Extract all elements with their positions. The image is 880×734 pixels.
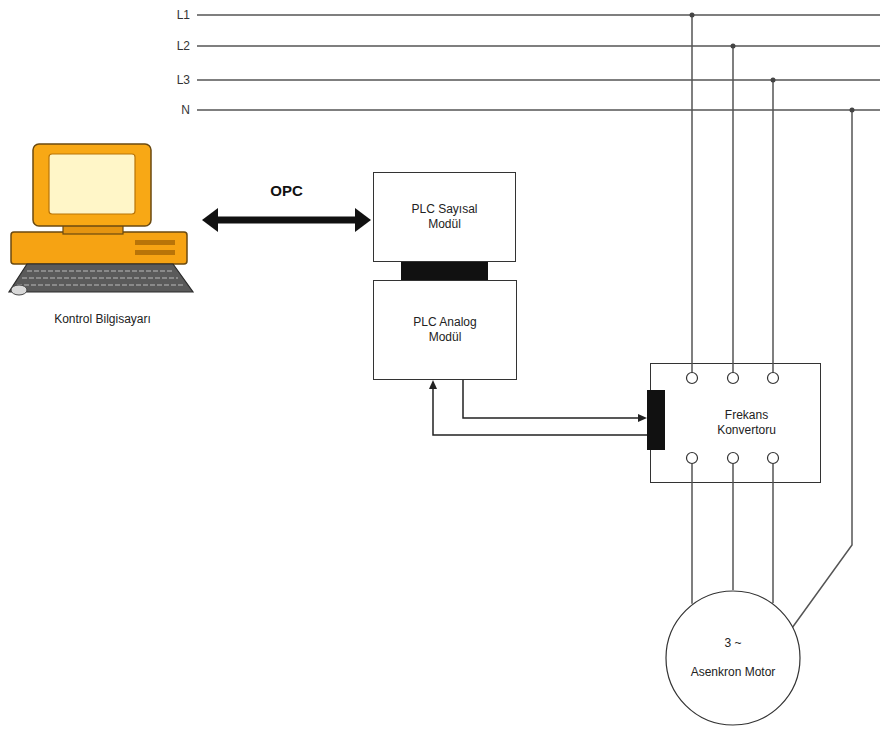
motor-circle: 3 ~ Asenkron Motor xyxy=(665,590,801,726)
bus-line xyxy=(197,79,880,81)
phase-drop xyxy=(691,15,693,363)
frequency-converter: Frekans Konvertoru xyxy=(650,363,821,483)
terminal-lead xyxy=(691,464,693,484)
mouse xyxy=(11,285,27,295)
key-row xyxy=(22,277,178,279)
drive-slot xyxy=(135,250,175,255)
terminal-lead xyxy=(772,363,774,373)
control-computer: Kontrol Bilgisayarı xyxy=(5,140,200,335)
node-text: 3 ~ xyxy=(724,636,741,651)
line-name: N xyxy=(140,103,190,117)
plc-module: PLC Analog Modül xyxy=(373,280,517,380)
input-terminal xyxy=(728,373,739,384)
line-name: L2 xyxy=(140,39,190,53)
bus-line xyxy=(197,45,880,47)
protocol-label: OPC xyxy=(268,182,305,199)
output-terminal xyxy=(728,453,739,464)
phase-drop xyxy=(772,80,774,363)
node-text: Kontrol Bilgisayarı xyxy=(54,312,151,327)
bus-connector xyxy=(401,261,488,281)
input-terminal xyxy=(768,373,779,384)
signal-line xyxy=(433,389,647,435)
key-row xyxy=(27,270,173,272)
motor-circle xyxy=(666,591,800,725)
computer-icon xyxy=(5,140,200,335)
control-connector xyxy=(647,390,665,450)
bus-line xyxy=(197,14,880,16)
text-group: PLC Sayısal Modül xyxy=(374,173,515,261)
signal-line xyxy=(772,483,774,603)
output-terminal xyxy=(687,453,698,464)
junction-dot xyxy=(731,44,736,49)
monitor-body xyxy=(33,144,151,226)
drive-slot xyxy=(135,240,175,245)
terminal-lead xyxy=(772,464,774,484)
keyboard xyxy=(9,264,193,292)
phase-drop xyxy=(732,46,734,363)
node-text: PLC Analog Modül xyxy=(399,315,491,345)
junction-dot xyxy=(771,78,776,83)
motor-outline xyxy=(665,590,801,726)
node-text: Asenkron Motor xyxy=(691,665,776,680)
plc-module: PLC Sayısal Modül xyxy=(373,172,516,262)
junction-dot xyxy=(690,13,695,18)
input-terminal xyxy=(687,373,698,384)
text-group: PLC Analog Modül xyxy=(374,281,516,379)
terminal-lead xyxy=(691,363,693,373)
key-row xyxy=(17,284,183,286)
output-terminal xyxy=(768,453,779,464)
signal-line xyxy=(463,380,638,418)
line-name: L1 xyxy=(140,8,190,22)
signal-line xyxy=(218,217,355,224)
desktop-case xyxy=(11,232,187,264)
line-name: L3 xyxy=(140,73,190,87)
signal-line xyxy=(732,483,734,590)
text-group: 3 ~ Asenkron Motor xyxy=(665,590,801,726)
text-group: Kontrol Bilgisayarı xyxy=(5,140,200,335)
monitor-screen xyxy=(49,154,135,214)
bus-line xyxy=(197,109,880,111)
node-text: Frekans Konvertoru xyxy=(707,408,787,438)
junction-dot xyxy=(850,108,855,113)
terminal-lead xyxy=(732,363,734,373)
neutral-wire xyxy=(792,110,852,628)
signal-line xyxy=(691,483,693,604)
node-text: PLC Sayısal Modül xyxy=(399,202,491,232)
text-group: Frekans Konvertoru xyxy=(651,364,820,482)
terminal-lead xyxy=(732,464,734,484)
